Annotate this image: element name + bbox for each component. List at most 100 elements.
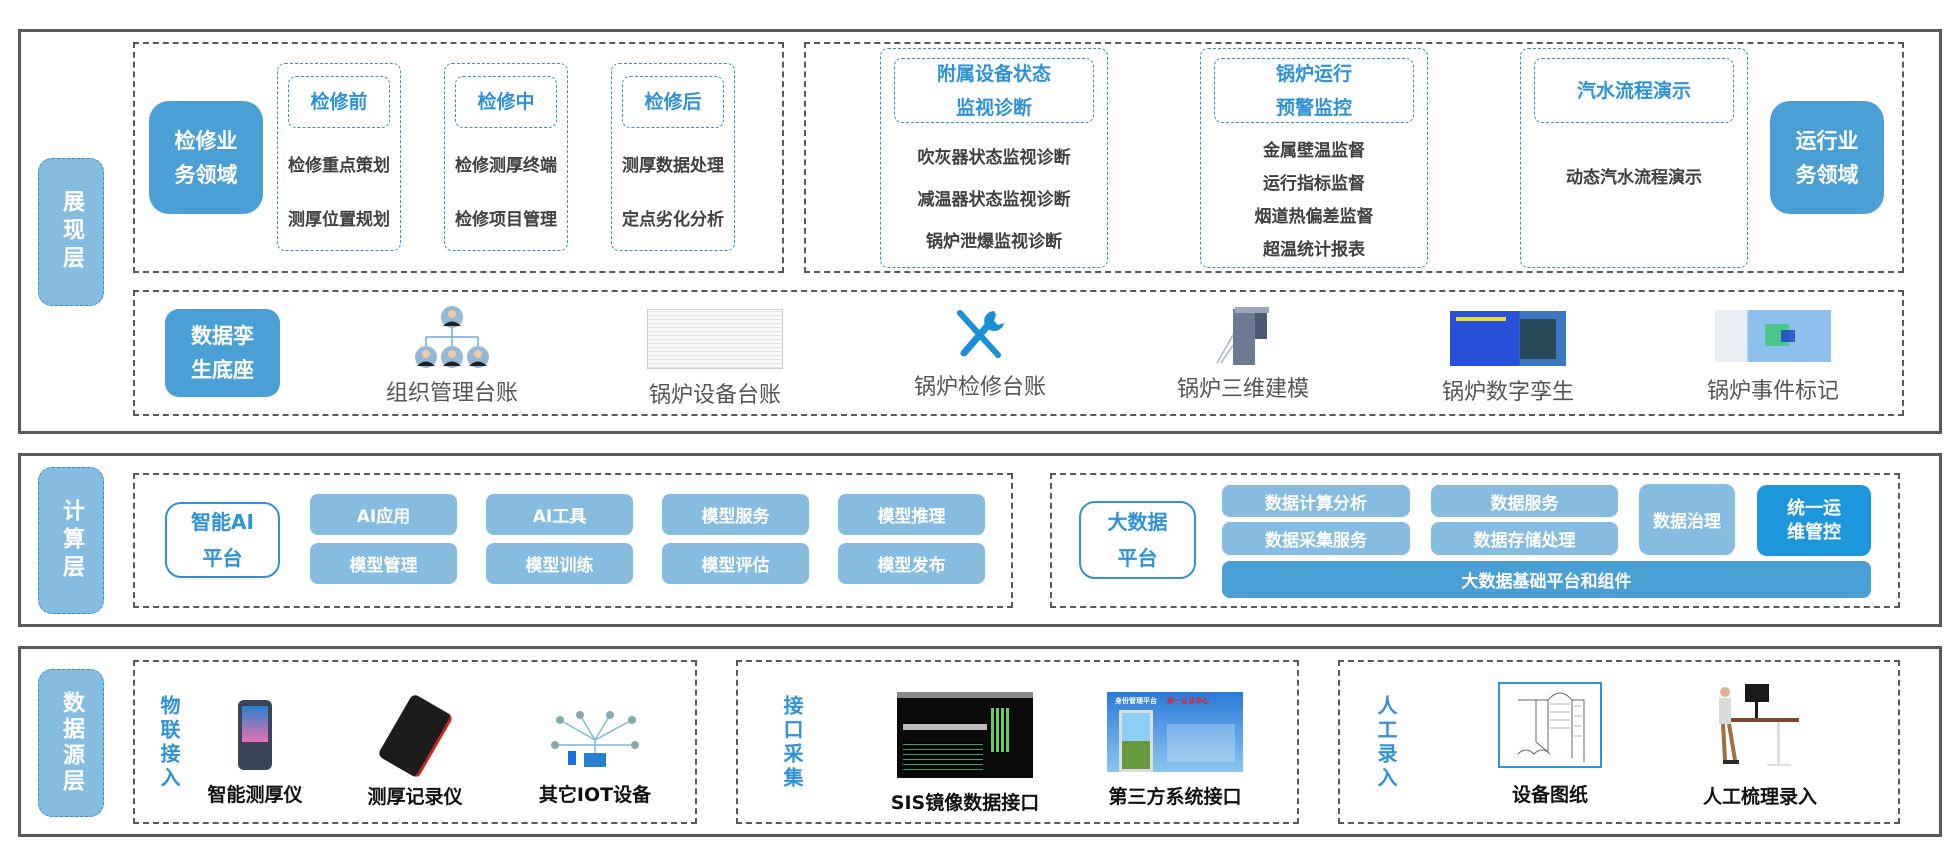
login-portal-title: 身份管理平台 [1115,697,1157,705]
maintenance-column-item[interactable]: 测厚位置规划 [288,210,390,230]
source-item-other-iot[interactable]: 其它IOT设备 [525,705,665,815]
operation-column-item[interactable]: 减温器状态监视诊断 [917,190,1071,210]
source-item-thickness-gauge[interactable]: 智能测厚仪 [195,700,315,810]
source-item-label: 第三方系统接口 [1108,786,1242,808]
ai-module[interactable]: 模型管理 [310,543,457,584]
bigdata-module[interactable]: 数据服务 [1431,485,1618,517]
compute-layer [18,453,1942,627]
iot-network-illustration [551,711,639,767]
maintenance-column-item[interactable]: 检修项目管理 [455,210,557,230]
source-item-manual-entry[interactable]: 人工梳理录入 [1690,682,1830,812]
bigdata-foundation-bar[interactable]: 大数据基础平台和组件 [1222,561,1871,598]
operation-domain-group [804,42,1904,273]
source-item-label: 人工梳理录入 [1702,786,1817,808]
source-item-label: SIS镜像数据接口 [890,792,1040,814]
sis-dashboard-thumbnail [897,692,1033,778]
org-chart-icon [415,306,489,368]
digital-twin-group [133,290,1904,416]
maintenance-column-item[interactable]: 定点劣化分析 [622,210,724,230]
spreadsheet-thumbnail [647,309,783,369]
maintenance-domain-badge[interactable]: 检修业 务领域 [149,101,263,214]
bigdata-platform-badge[interactable]: 大数据 平台 [1079,501,1196,579]
twin-item-org[interactable]: 组织管理台账 [372,305,532,406]
operation-column-title[interactable]: 锅炉运行 预警监控 [1214,58,1414,123]
operation-column-item[interactable]: 超温统计报表 [1263,240,1365,260]
ai-module[interactable]: 模型服务 [662,494,809,535]
bigdata-module[interactable]: 数据采集服务 [1222,522,1410,555]
source-item-sis[interactable]: SIS镜像数据接口 [870,692,1060,814]
source-item-drawings[interactable]: 设备图纸 [1490,682,1610,812]
bigdata-platform-group [1050,473,1900,608]
ai-module[interactable]: 模型评估 [662,543,809,584]
twin-item-label: 组织管理台账 [385,381,518,406]
maintenance-column-title[interactable]: 检修后 [622,76,724,128]
twin-item-equipment[interactable]: 锅炉设备台账 [640,305,790,408]
twin-item-label: 锅炉设备台账 [648,383,781,408]
maintenance-column-item[interactable]: 检修测厚终端 [455,156,557,176]
maintenance-column-title[interactable]: 检修前 [288,76,390,128]
operation-column-item[interactable]: 动态汽水流程演示 [1566,168,1702,188]
wrench-screwdriver-icon [957,310,1004,358]
thickness-gauge-device [238,700,272,770]
ai-module[interactable]: 模型推理 [838,494,985,535]
operation-column [880,48,1108,268]
manual-entry-title: 人工录入 [1374,695,1398,791]
operation-column-item[interactable]: 烟道热偏差监督 [1254,207,1374,227]
operation-column-item[interactable]: 吹灰器状态监视诊断 [917,148,1071,168]
data-governance-module[interactable]: 数据治理 [1639,484,1735,555]
operation-column [1200,48,1428,268]
digital-twin-base-badge[interactable]: 数据孪 生底座 [165,309,280,397]
ai-platform-badge[interactable]: 智能AI 平台 [165,502,280,578]
bigdata-module[interactable]: 数据计算分析 [1222,485,1410,517]
digital-twin-screen-thumbnail [1450,311,1566,366]
twin-item-maintenance[interactable]: 锅炉检修台账 [905,305,1055,405]
maintenance-column-item[interactable]: 测厚数据处理 [622,156,724,176]
operation-domain-badge[interactable]: 运行业 务领域 [1770,101,1884,214]
ai-module[interactable]: AI应用 [310,494,457,535]
operation-column [1520,48,1748,268]
interface-collection-group [736,660,1299,824]
login-portal-thumbnail: 身份管理平台 统一认证中心 [1107,692,1243,772]
twin-item-3d-model[interactable]: 锅炉三维建模 [1168,305,1318,405]
ai-platform-group [133,473,1013,608]
operation-column-title[interactable]: 汽水流程演示 [1534,58,1734,123]
boiler-3d-model-thumbnail [1216,307,1269,365]
presentation-layer-label: 展现层 [38,158,104,306]
operation-column-item[interactable]: 锅炉泄爆监视诊断 [926,232,1062,252]
source-item-recorder[interactable]: 测厚记录仪 [355,693,475,810]
ai-module[interactable]: 模型发布 [838,543,985,584]
twin-item-label: 锅炉数字孪生 [1441,380,1574,405]
bigdata-module[interactable]: 数据存储处理 [1431,522,1618,555]
source-item-label: 测厚记录仪 [367,786,463,808]
presentation-layer [18,29,1942,434]
maintenance-column-item[interactable]: 检修重点策划 [288,156,390,176]
source-item-label: 智能测厚仪 [207,784,303,806]
twin-item-label: 锅炉事件标记 [1706,379,1839,404]
rugged-recorder-device [376,693,454,779]
maintenance-column [611,63,735,251]
source-item-label: 设备图纸 [1511,784,1588,806]
ai-module[interactable]: AI工具 [486,494,633,535]
event-marking-screen-thumbnail [1715,310,1831,362]
twin-item-digital-twin[interactable]: 锅炉数字孪生 [1433,305,1583,405]
twin-item-label: 锅炉检修台账 [913,375,1046,400]
person-at-desk-illustration [1719,684,1799,766]
operation-column-item[interactable]: 金属壁温监督 [1263,141,1365,161]
interface-collection-title: 接口采集 [780,695,804,791]
source-item-third-party[interactable]: 身份管理平台 统一认证中心 第三方系统接口 [1080,692,1270,812]
compute-layer-label: 计算层 [38,467,104,614]
ai-module[interactable]: 模型训练 [486,543,633,584]
unified-ops-module[interactable]: 统一运 维管控 [1757,485,1871,556]
source-item-label: 其它IOT设备 [538,784,652,806]
twin-item-event-marking[interactable]: 锅炉事件标记 [1698,305,1848,405]
manual-entry-group [1338,660,1900,824]
operation-column-title[interactable]: 附属设备状态 监视诊断 [894,58,1094,123]
data-source-layer-label: 数据源层 [38,669,104,817]
operation-column-item[interactable]: 运行指标监督 [1263,174,1365,194]
iot-access-title: 物联接入 [157,695,181,791]
login-portal-subtitle: 统一认证中心 [1167,697,1209,705]
boiler-drawing-thumbnail [1498,682,1602,768]
twin-item-label: 锅炉三维建模 [1176,377,1309,402]
maintenance-domain-group [133,42,784,273]
maintenance-column-title[interactable]: 检修中 [455,76,557,128]
